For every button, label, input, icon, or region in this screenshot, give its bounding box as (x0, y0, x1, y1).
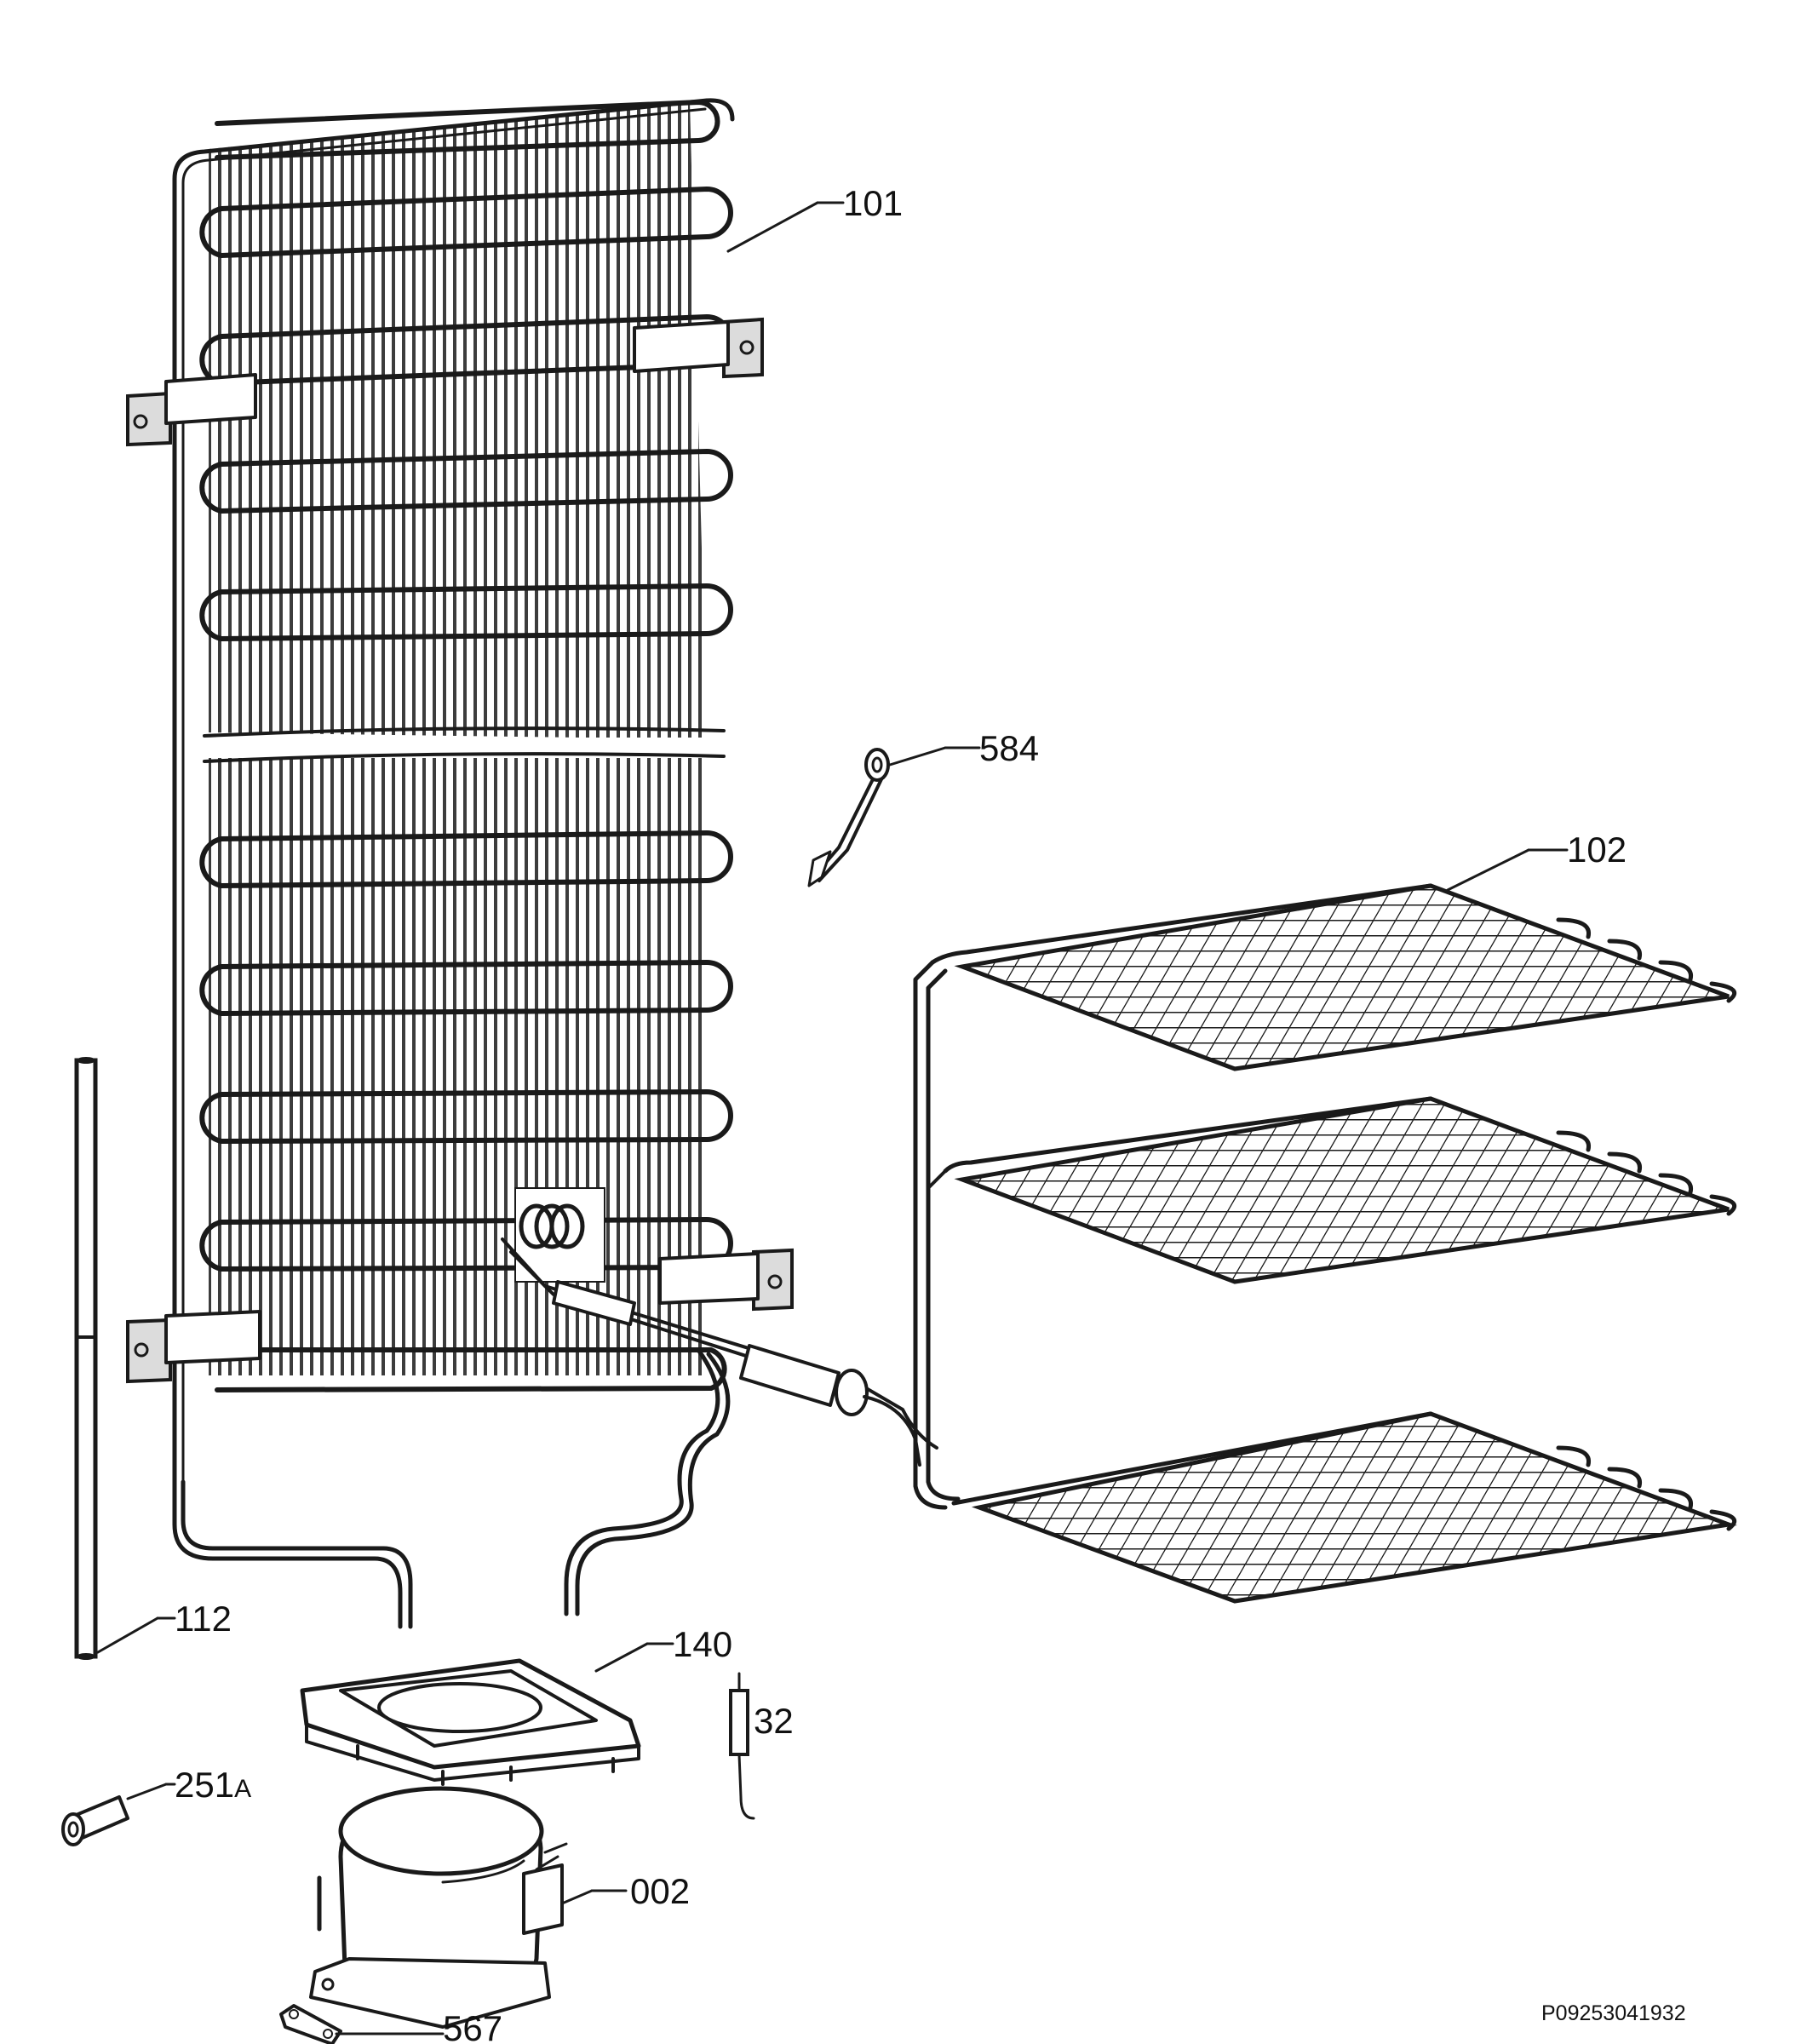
label-clamp: 567 (443, 2008, 502, 2044)
leader-lines (96, 201, 1569, 2035)
bracket-upper-left (126, 373, 257, 447)
compressor-bracket-140 (300, 1658, 641, 1786)
bracket-upper-right (633, 317, 764, 379)
evaporator-shelf-middle (943, 1096, 1737, 1284)
clamp-567 (279, 2004, 342, 2044)
label-drier-tube: 112 (175, 1599, 232, 1639)
capillary-coil (514, 1187, 605, 1283)
fuse-32 (729, 1672, 755, 1820)
label-compressor-bracket: 140 (673, 1624, 732, 1664)
label-compressor: 002 (630, 1871, 690, 1911)
label-bushing: 251A (175, 1765, 251, 1805)
capillary-line (501, 1237, 938, 1467)
bushing-251a (61, 1795, 129, 1846)
drier-tube-112 (74, 1057, 98, 1660)
label-evaporator: 102 (1567, 830, 1627, 870)
condenser-101 (126, 98, 794, 1629)
sensor-clip-584 (807, 748, 890, 887)
bracket-lower-right (658, 1248, 794, 1312)
label-condenser: 101 (843, 183, 903, 223)
label-bushing-number: 251 (175, 1765, 234, 1805)
evaporator-102 (913, 883, 1737, 1604)
evaporator-shelf-bottom (951, 1411, 1737, 1604)
drawing-code: P09253041932 (1541, 2001, 1686, 2025)
evaporator-shelf-top (930, 883, 1737, 1071)
label-bushing-suffix: A (234, 1775, 251, 1803)
compressor-002 (309, 1786, 568, 2029)
label-sensor-clip: 584 (979, 728, 1039, 768)
label-fuse: 32 (754, 1701, 794, 1741)
bracket-lower-left (126, 1310, 261, 1384)
